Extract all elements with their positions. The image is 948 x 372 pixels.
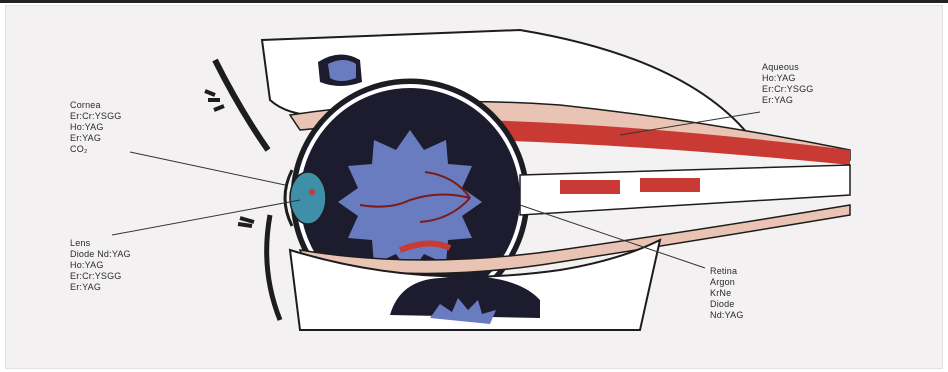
label-lens-line-1: Diode Nd:YAG <box>70 249 131 260</box>
label-retina-line-1: Argon <box>710 277 744 288</box>
label-aqueous: Aqueous Ho:YAG Er:Cr:YSGG Er:YAG <box>762 62 814 106</box>
lens <box>290 172 326 224</box>
label-retina-line-3: Diode <box>710 299 744 310</box>
label-retina-line-2: KrNe <box>710 288 744 299</box>
label-cornea-line-2: Ho:YAG <box>70 122 122 133</box>
label-aqueous-title: Aqueous <box>762 62 814 73</box>
label-aqueous-line-3: Er:YAG <box>762 95 814 106</box>
cornea-leader <box>130 152 285 185</box>
lens-focus <box>309 189 315 195</box>
label-cornea-line-4: CO₂ <box>70 144 122 155</box>
label-aqueous-line-1: Ho:YAG <box>762 73 814 84</box>
label-lens: Lens Diode Nd:YAG Ho:YAG Er:Cr:YSGG Er:Y… <box>70 238 131 293</box>
label-lens-line-2: Ho:YAG <box>70 260 131 271</box>
label-cornea-line-3: Er:YAG <box>70 133 122 144</box>
eyelash-lower <box>238 218 254 226</box>
label-retina-line-4: Nd:YAG <box>710 310 744 321</box>
label-retina: Retina Argon KrNe Diode Nd:YAG <box>710 266 744 321</box>
label-lens-title: Lens <box>70 238 131 249</box>
label-aqueous-line-2: Er:Cr:YSGG <box>762 84 814 95</box>
optic-nerve-vessel-2 <box>640 178 700 192</box>
label-retina-title: Retina <box>710 266 744 277</box>
eyelash-upper <box>205 91 224 110</box>
label-lens-line-3: Er:Cr:YSGG <box>70 271 131 282</box>
label-cornea-title: Cornea <box>70 100 122 111</box>
label-cornea: Cornea Er:Cr:YSGG Ho:YAG Er:YAG CO₂ <box>70 100 122 155</box>
label-cornea-line-1: Er:Cr:YSGG <box>70 111 122 122</box>
optic-nerve-vessel <box>560 180 620 194</box>
label-lens-line-4: Er:YAG <box>70 282 131 293</box>
frontal-sinus-inner <box>328 60 356 81</box>
lower-eyelid <box>267 215 280 320</box>
